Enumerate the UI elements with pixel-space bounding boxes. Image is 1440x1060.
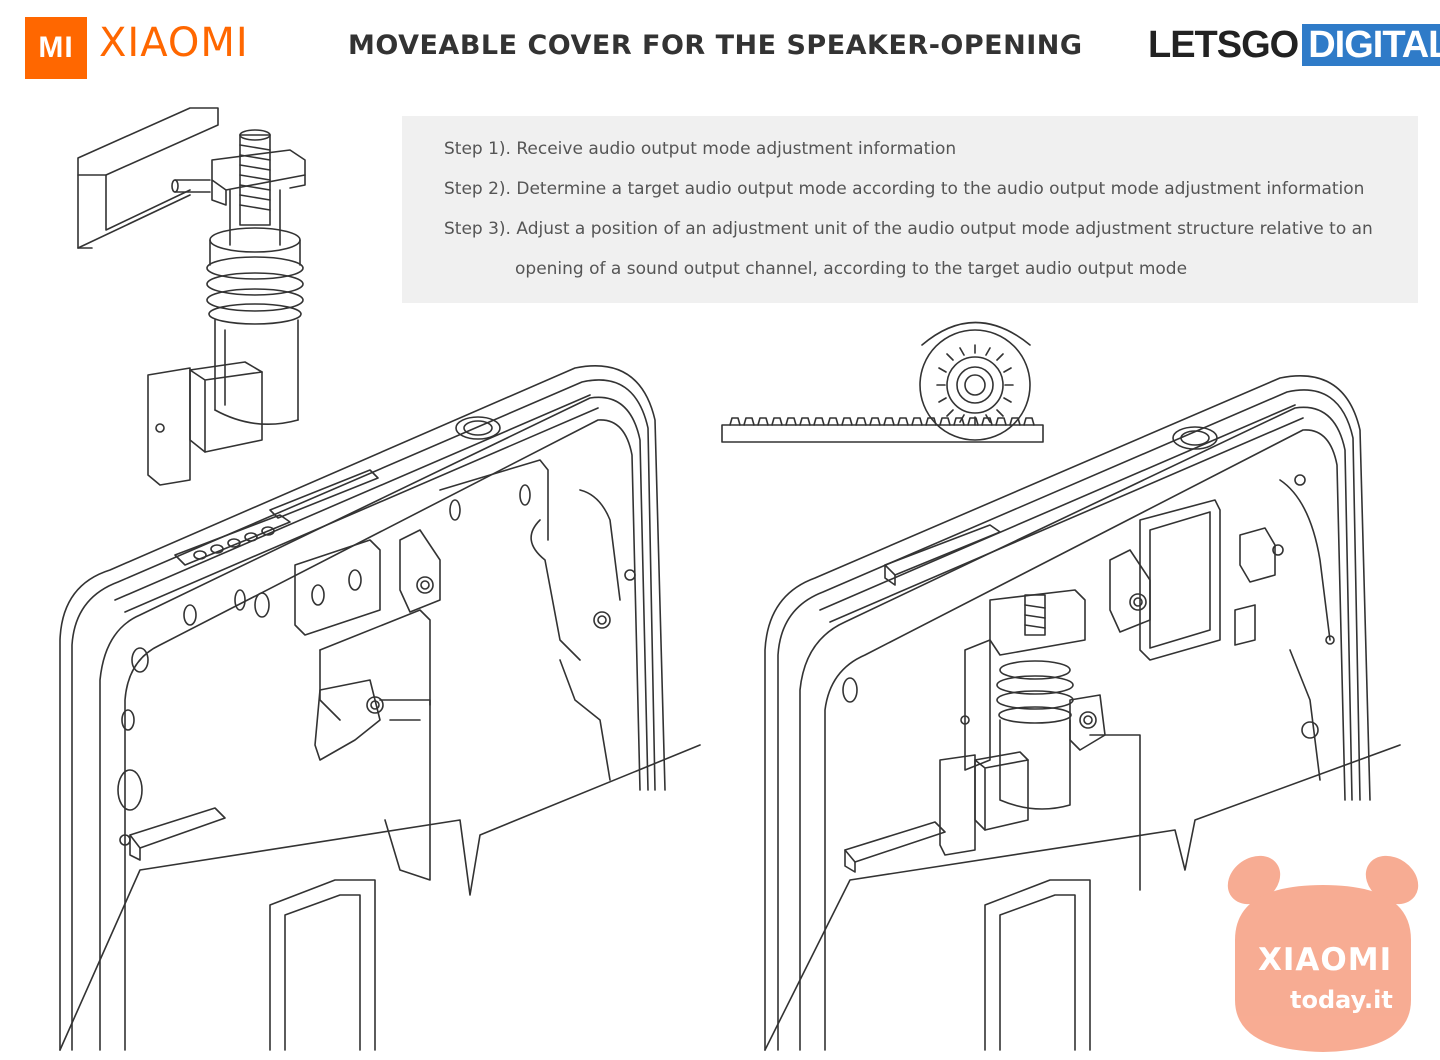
step-3: Step 3). Adjust a position of an adjustm… [444, 219, 1373, 239]
exploded-speaker-cover-component [77, 107, 306, 486]
step-3-continued: opening of a sound output channel, accor… [515, 259, 1188, 279]
phone-frame-speaker-open [59, 365, 701, 1051]
watermark-site-text: today.it [1290, 986, 1393, 1014]
logo-part-letsgo: LETSGO [1148, 23, 1299, 66]
step-1: Step 1). Receive audio output mode adjus… [444, 139, 957, 159]
watermark-xiaomi-text: XIAOMI [1258, 942, 1393, 978]
phone-frame-speaker-covered [764, 375, 1401, 1051]
page-title: MOVEABLE COVER FOR THE SPEAKER-OPENING [348, 30, 1083, 61]
gear-and-rack-diagram [721, 321, 1044, 443]
steps-panel: Step 1). Receive audio output mode adjus… [402, 116, 1418, 303]
letsgodigital-logo: LETSGO DIGITAL [1148, 22, 1440, 68]
step-2: Step 2). Determine a target audio output… [444, 179, 1365, 199]
xiaomi-wordmark: XIAOMI [99, 20, 249, 66]
logo-part-digital: DIGITAL [1302, 24, 1440, 66]
mi-logo: MI [25, 17, 87, 79]
